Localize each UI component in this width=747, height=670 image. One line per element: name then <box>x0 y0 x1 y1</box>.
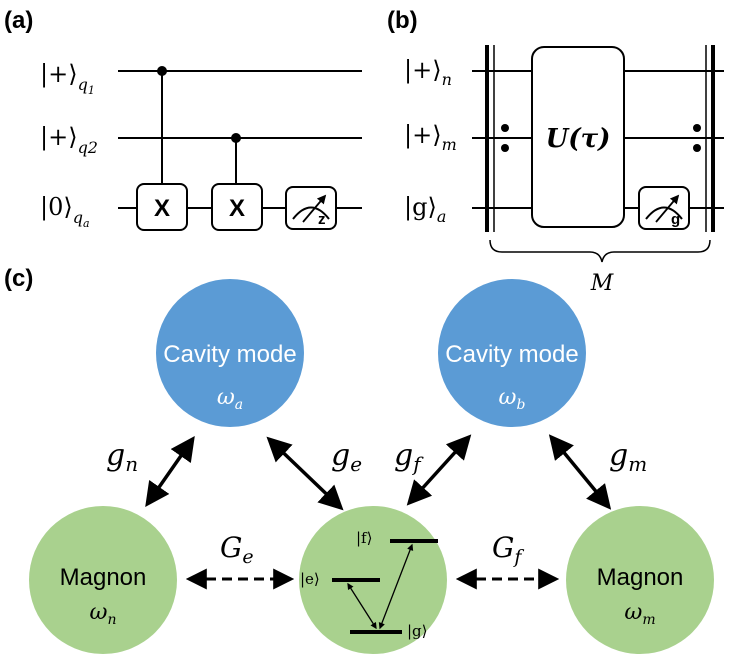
measure-needle-icon <box>302 194 327 223</box>
panel-b: (b) |+⟩n |+⟩m |g⟩a U(τ) g M <box>387 7 724 296</box>
coupling-Gf-label: Gf <box>492 531 524 568</box>
coupling-Ge-label: Ge <box>220 531 254 568</box>
transition-g-f-arrow <box>378 543 414 630</box>
coupling-gf-label: gf <box>394 438 424 476</box>
coupling-gf-arrow <box>406 434 472 506</box>
x-gate-2 <box>211 183 263 231</box>
unitary-gate <box>531 46 625 228</box>
qubit-m-ket: |+⟩m <box>404 121 457 154</box>
coupling-ge-label: ge <box>331 438 362 476</box>
magnon-n-freq: ωn <box>90 600 117 628</box>
cnot1-control-dot <box>157 66 167 76</box>
cavity-mode-a-node <box>156 279 304 427</box>
magnon-m-node <box>566 506 714 654</box>
repeat-dot-right-top <box>693 124 701 132</box>
coupling-ge-arrow <box>266 436 344 511</box>
x-gate-1-label: X <box>154 195 170 222</box>
coupling-gm-arrow <box>548 434 612 510</box>
cavity-mode-a-freq: ωa <box>217 385 243 413</box>
qubit-g-ket: |g⟩a <box>404 193 446 226</box>
measure-g-label: g <box>671 211 680 228</box>
coupling-gn-arrow <box>145 435 195 508</box>
repeat-dot-left-top <box>501 124 509 132</box>
measure-meter-icon <box>292 206 330 220</box>
transition-e-g-arrow <box>347 582 377 630</box>
x-gate-2-label: X <box>229 195 245 222</box>
measure-g-needle-icon <box>655 194 680 223</box>
repeat-dot-left-bottom <box>501 144 509 152</box>
panel-a-label: (a) <box>4 7 33 34</box>
level-g-label: |g⟩ <box>407 622 428 640</box>
qubit-n-ket: |+⟩n <box>404 56 452 89</box>
qubit-q2-ket: |+⟩q2 <box>40 123 98 157</box>
panel-c-label: (c) <box>4 265 33 292</box>
magnon-m-freq: ωm <box>624 600 655 628</box>
cavity-mode-b-node <box>438 279 586 427</box>
repeat-dot-right-bottom <box>693 144 701 152</box>
coupling-gm-label: gm <box>609 438 647 476</box>
level-f-label: |f⟩ <box>356 529 372 547</box>
measure-g-meter-icon <box>645 206 683 220</box>
magnon-n-node <box>29 506 177 654</box>
unitary-label: U(τ) <box>546 124 611 154</box>
repeat-brace <box>489 239 711 263</box>
x-gate-1 <box>136 183 188 231</box>
level-e-label: |e⟩ <box>300 570 320 588</box>
coupling-gn-label: gn <box>106 438 138 476</box>
cavity-mode-b-freq: ωb <box>499 385 526 413</box>
magnon-n-title: Magnon <box>60 564 147 591</box>
measure-z-label: z <box>318 211 326 228</box>
panel-a: (a) |+⟩q1 |+⟩q2 |0⟩qa X X z <box>4 7 362 231</box>
panel-b-label: (b) <box>387 7 418 34</box>
qubit-qa-ket: |0⟩qa <box>40 193 90 230</box>
cavity-mode-a-title: Cavity mode <box>163 341 296 368</box>
cavity-mode-b-title: Cavity mode <box>445 341 578 368</box>
magnon-m-title: Magnon <box>597 564 684 591</box>
cnot2-control-dot <box>231 133 241 143</box>
panel-c: (c) Cavity mode ωa Cavity mode ωb Magnon… <box>4 265 714 654</box>
qubit-q1-ket: |+⟩q1 <box>40 60 95 97</box>
repeat-count-label: M <box>590 271 614 296</box>
